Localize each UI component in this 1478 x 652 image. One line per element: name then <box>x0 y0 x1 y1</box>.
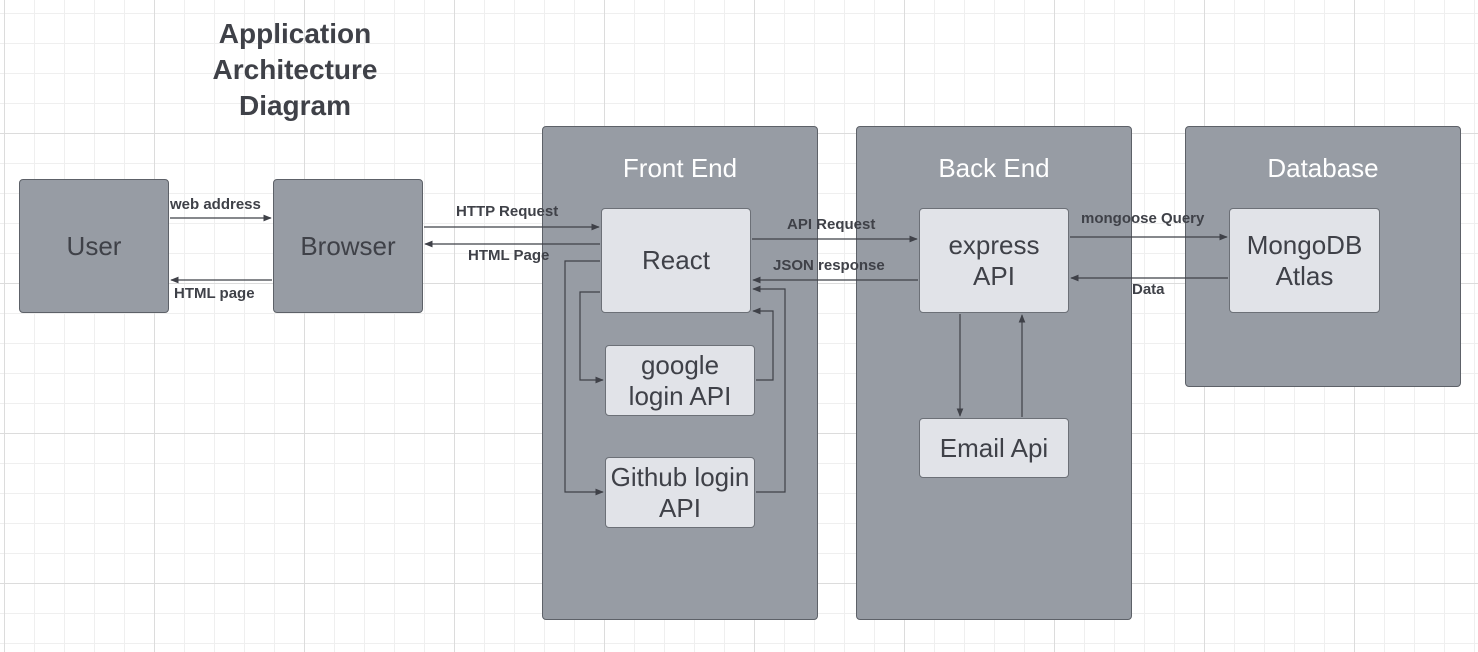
github-login-api-label-1: Github login <box>610 461 750 492</box>
backend-container-title: Back End <box>938 153 1050 183</box>
user-node[interactable]: User <box>19 179 169 313</box>
email-api-label: Email Api <box>939 432 1049 463</box>
label-web-address: web address <box>170 196 261 213</box>
express-api-node[interactable]: express API <box>919 208 1069 313</box>
frontend-container-title: Front End <box>622 153 738 183</box>
github-login-api-label-2: API <box>659 492 701 523</box>
google-login-api-label-1: google <box>640 349 720 380</box>
mongodb-atlas-node[interactable]: MongoDB Atlas <box>1229 208 1380 313</box>
edge-react-to-github[interactable] <box>564 260 604 496</box>
express-api-label-2: API <box>973 260 1015 291</box>
google-login-api-label-2: login API <box>628 380 732 411</box>
diagram-title-line-1: Application <box>218 18 372 49</box>
database-container-title: Database <box>1267 153 1379 183</box>
mongodb-atlas-label-2: Atlas <box>1275 260 1334 291</box>
react-node[interactable]: React <box>601 208 751 313</box>
diagram-title: Application Architecture Diagram <box>190 16 400 124</box>
label-json-response: JSON response <box>773 257 885 274</box>
browser-node-label: Browser <box>300 230 396 261</box>
google-login-api-node[interactable]: google login API <box>605 345 755 416</box>
edge-react-to-google[interactable] <box>579 291 604 384</box>
user-node-label: User <box>66 230 122 261</box>
express-api-label-1: express <box>948 229 1040 260</box>
diagram-title-line-2: Architecture <box>212 54 378 85</box>
label-api-request: API Request <box>787 216 876 233</box>
mongodb-atlas-label-1: MongoDB <box>1246 229 1363 260</box>
label-data: Data <box>1132 281 1165 298</box>
label-html-page-upper: HTML Page <box>468 247 550 264</box>
label-mongoose-query: mongoose Query <box>1081 210 1205 227</box>
email-api-node[interactable]: Email Api <box>919 418 1069 478</box>
label-http-request: HTTP Request <box>456 203 559 220</box>
browser-node[interactable]: Browser <box>273 179 423 313</box>
edge-github-to-react[interactable] <box>752 285 786 493</box>
edge-google-to-react[interactable] <box>752 307 774 381</box>
github-login-api-node[interactable]: Github login API <box>605 457 755 528</box>
label-html-page-lower: HTML page <box>174 285 255 302</box>
react-node-label: React <box>642 245 710 275</box>
diagram-title-line-3: Diagram <box>238 90 352 121</box>
